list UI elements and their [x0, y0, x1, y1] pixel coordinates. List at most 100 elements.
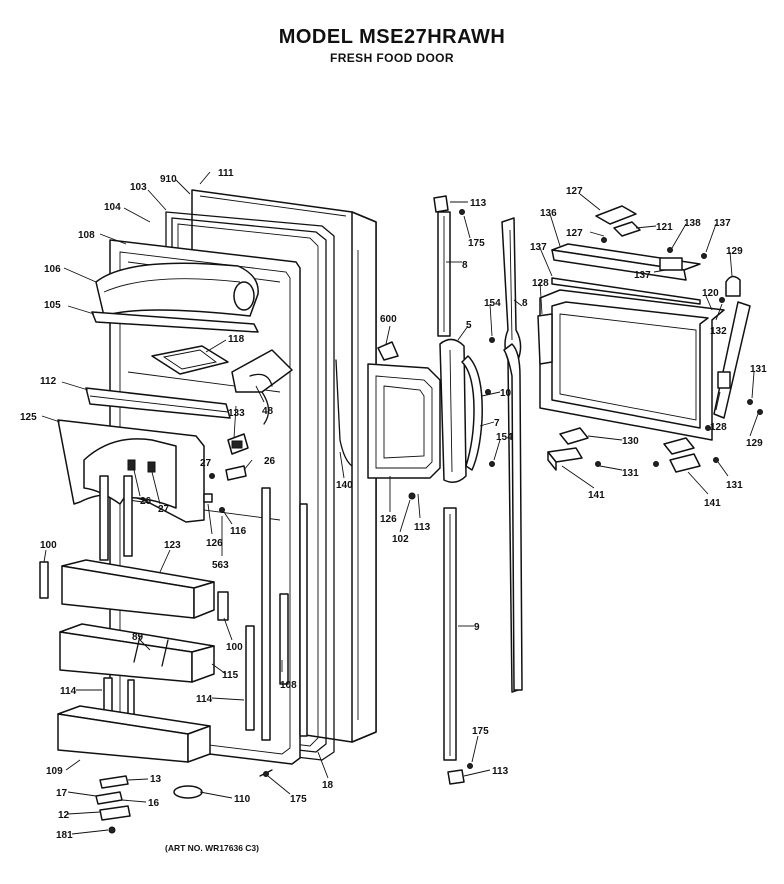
callout-118: 118: [228, 334, 245, 345]
door-bin-109: [57, 705, 211, 763]
callout-141b: 141: [704, 498, 721, 509]
callout-133: 133: [228, 408, 245, 419]
callout-126b: 126: [380, 514, 397, 525]
callout-111: 111: [218, 168, 234, 179]
callout-127a: 127: [566, 186, 583, 197]
callout-109: 109: [46, 766, 63, 777]
callout-5: 5: [466, 320, 472, 331]
callout-89: 89: [132, 632, 144, 643]
handle-bracket-9-bottom: [443, 507, 465, 785]
callout-137b: 137: [530, 242, 547, 253]
spring-132: [717, 297, 731, 389]
hinge-141-left: [547, 447, 583, 471]
callout-labels: 111 910 103 104 108 106 105 118 112 125 …: [20, 168, 767, 841]
control-module-133: [225, 433, 249, 481]
callout-108b: 108: [280, 680, 297, 691]
side-arm-128-left: [537, 313, 553, 365]
callout-128a: 128: [532, 278, 549, 289]
callout-130: 130: [622, 436, 639, 447]
callout-129b: 129: [746, 438, 763, 449]
callout-175c: 175: [472, 726, 489, 737]
bracket-140: [335, 359, 353, 467]
callout-12: 12: [58, 810, 70, 821]
seal-strip-137: [551, 277, 701, 305]
art-number: (ART NO. WR17636 C3): [165, 843, 259, 853]
door-bin-123: [61, 559, 215, 619]
callout-113b: 113: [470, 198, 487, 209]
callout-114a: 114: [60, 686, 77, 697]
callout-114b: 114: [196, 694, 213, 705]
callout-113a: 113: [414, 522, 431, 533]
door-bin-115: [59, 623, 215, 683]
diagram-title: MODEL MSE27HRAWH: [278, 26, 506, 48]
callout-175b: 175: [468, 238, 485, 249]
callout-140: 140: [336, 480, 353, 491]
callout-115: 115: [222, 670, 239, 681]
callout-8b: 8: [522, 298, 528, 309]
callout-100a: 100: [40, 540, 57, 551]
dairy-compartment-106: [91, 262, 259, 333]
callout-110: 110: [234, 794, 251, 805]
screws-right: [595, 237, 719, 467]
top-bar-136: [551, 243, 701, 281]
callout-48: 48: [262, 406, 274, 417]
diagram-subtitle: FRESH FOOD DOOR: [329, 51, 454, 65]
callout-112: 112: [40, 376, 57, 387]
callout-10: 10: [500, 388, 512, 399]
callout-100b: 100: [226, 642, 243, 653]
latch-part-127-top: [595, 205, 637, 225]
callout-8a: 8: [462, 260, 468, 271]
callout-127b: 127: [566, 228, 583, 239]
callout-18: 18: [322, 780, 334, 791]
callout-17: 17: [56, 788, 68, 799]
callout-141a: 141: [588, 490, 605, 501]
actuator-assembly-126: [367, 363, 441, 479]
callout-175a: 175: [290, 794, 307, 805]
misc-parts: [39, 473, 273, 799]
handle-insert: [503, 343, 523, 691]
callout-104: 104: [104, 202, 121, 213]
callout-132: 132: [710, 326, 727, 337]
callout-105: 105: [44, 300, 61, 311]
callout-125: 125: [20, 412, 37, 423]
callout-106: 106: [44, 264, 61, 275]
callout-600: 600: [380, 314, 397, 325]
callout-910: 910: [160, 174, 177, 185]
door-hinge-strips: [99, 475, 308, 741]
callout-131b: 131: [622, 468, 639, 479]
callout-126a: 126: [206, 538, 223, 549]
callout-136: 136: [540, 208, 557, 219]
callout-26a: 26: [264, 456, 276, 467]
handle-trim-7: [461, 355, 483, 471]
callout-137c: 137: [634, 270, 651, 281]
callout-7: 7: [494, 418, 500, 429]
callout-138: 138: [684, 218, 701, 229]
hinge-hardware: [95, 775, 131, 834]
handle-bracket-8-top: [433, 195, 451, 337]
callout-120: 120: [702, 288, 719, 299]
callout-27b: 27: [158, 504, 170, 515]
handle-cap-5: [439, 338, 467, 483]
callout-113c: 113: [492, 766, 509, 777]
callout-129a: 129: [726, 246, 743, 257]
cover-600: [377, 341, 399, 361]
callout-123: 123: [164, 540, 181, 551]
dispenser-chute-48: [231, 349, 293, 425]
callout-131c: 131: [726, 480, 743, 491]
hinge-block-130: [559, 427, 695, 455]
callout-154a: 154: [484, 298, 501, 309]
callout-181: 181: [56, 830, 73, 841]
callout-108: 108: [78, 230, 95, 241]
callout-27a: 27: [200, 458, 212, 469]
callout-154b: 154: [496, 432, 513, 443]
hinge-141-right: [669, 453, 701, 473]
callout-116: 116: [230, 526, 247, 537]
dispenser-guard-118: [151, 345, 229, 375]
callout-102: 102: [392, 534, 409, 545]
callout-16: 16: [148, 798, 160, 809]
callout-121: 121: [656, 222, 673, 233]
callout-131a: 131: [750, 364, 767, 375]
callout-137a: 137: [714, 218, 731, 229]
callout-26b: 26: [140, 496, 152, 507]
